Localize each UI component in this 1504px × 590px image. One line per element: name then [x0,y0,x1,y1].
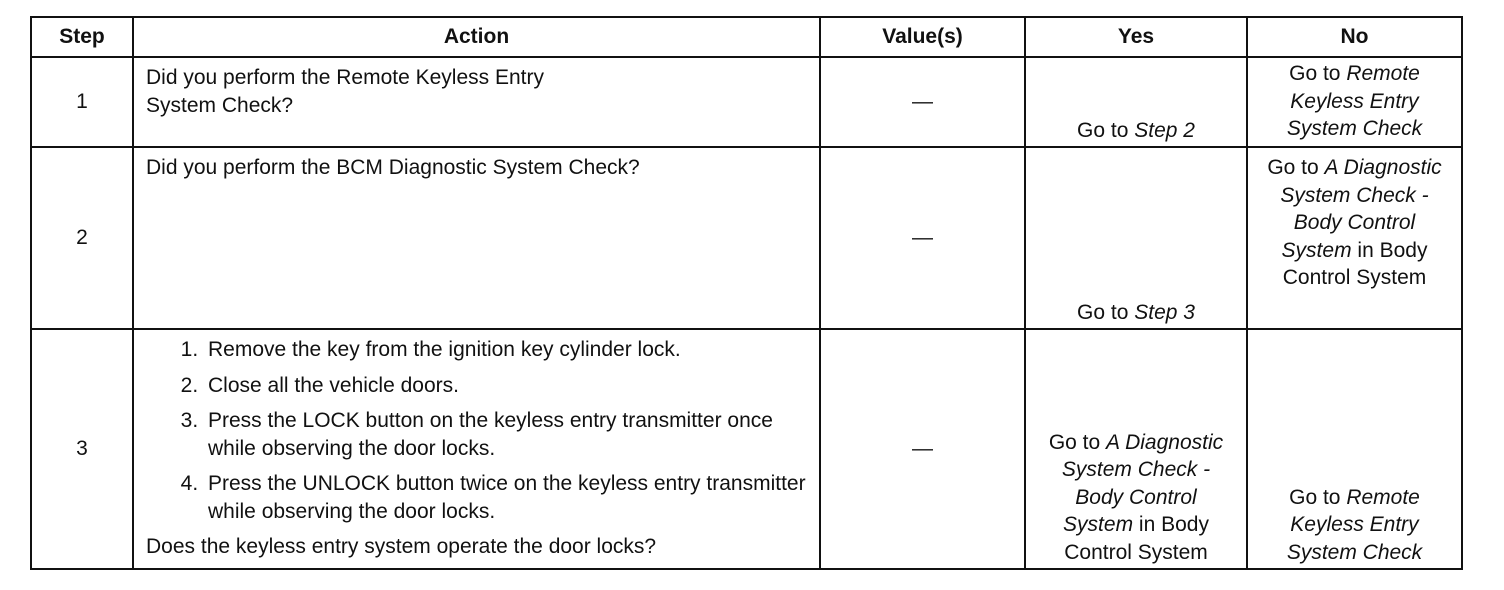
reference-link-text: Remote Keyless Entry System Check [1286,485,1423,564]
cell-text: in Body Control System [1064,513,1209,564]
list-item: Close all the vehicle doors. [204,372,807,400]
diagnostic-table: Step Action Value(s) Yes No 1 Did you pe… [30,16,1463,570]
reference-link-text: Step 2 [1134,118,1195,142]
action-line: Did you perform the BCM Diagnostic Syste… [146,156,640,179]
no-cell: Go to Remote Keyless Entry System Check [1246,56,1463,148]
reference-link-text: A Diagnostic System Check - Body Control… [1280,156,1442,262]
yes-cell: Go to A Diagnostic System Check - Body C… [1024,328,1248,570]
yes-cell: Go to Step 2 [1024,56,1248,148]
no-cell: Go to A Diagnostic System Check - Body C… [1246,146,1463,330]
step-number: 2 [30,146,134,330]
header-no: No [1246,16,1463,58]
list-item: Press the LOCK button on the keyless ent… [204,407,807,462]
table-row: 3 Remove the key from the ignition key c… [30,328,1463,570]
action-steps-list: Remove the key from the ignition key cyl… [146,336,807,525]
cell-text: Go to [1289,485,1347,509]
list-item: Press the UNLOCK button twice on the key… [204,470,807,525]
action-cell: Did you perform the Remote Keyless Entry… [132,56,821,148]
action-cell: Did you perform the BCM Diagnostic Syste… [132,146,821,330]
action-line: System Check? [146,93,294,117]
header-step: Step [30,16,134,58]
step-number: 3 [30,328,134,570]
cell-text: in Body Control System [1282,238,1428,290]
yes-cell: Go to Step 3 [1024,146,1248,330]
reference-link-text: A Diagnostic System Check - Body Control… [1061,430,1224,537]
table-row: 1 Did you perform the Remote Keyless Ent… [30,56,1463,148]
table-row: 2 Did you perform the BCM Diagnostic Sys… [30,146,1463,330]
action-question: Does the keyless entry system operate th… [146,535,657,558]
header-row: Step Action Value(s) Yes No [30,16,1463,58]
cell-text: Go to [1077,118,1135,142]
step-number: 1 [30,56,134,148]
action-line: Did you perform the Remote Keyless Entry [146,66,544,89]
list-item: Remove the key from the ignition key cyl… [204,336,807,364]
cell-text: Go to [1077,300,1135,324]
value-cell: — [819,328,1026,570]
cell-text: Go to [1289,62,1347,85]
cell-text: Go to [1048,430,1107,454]
value-cell: — [819,56,1026,148]
reference-link-text: Remote Keyless Entry System Check [1286,62,1423,140]
reference-link-text: Step 3 [1134,300,1195,324]
value-cell: — [819,146,1026,330]
header-values: Value(s) [819,16,1026,58]
action-cell: Remove the key from the ignition key cyl… [132,328,821,570]
no-cell: Go to Remote Keyless Entry System Check [1246,328,1463,570]
cell-text: Go to [1267,156,1325,179]
header-yes: Yes [1024,16,1248,58]
header-action: Action [132,16,821,58]
